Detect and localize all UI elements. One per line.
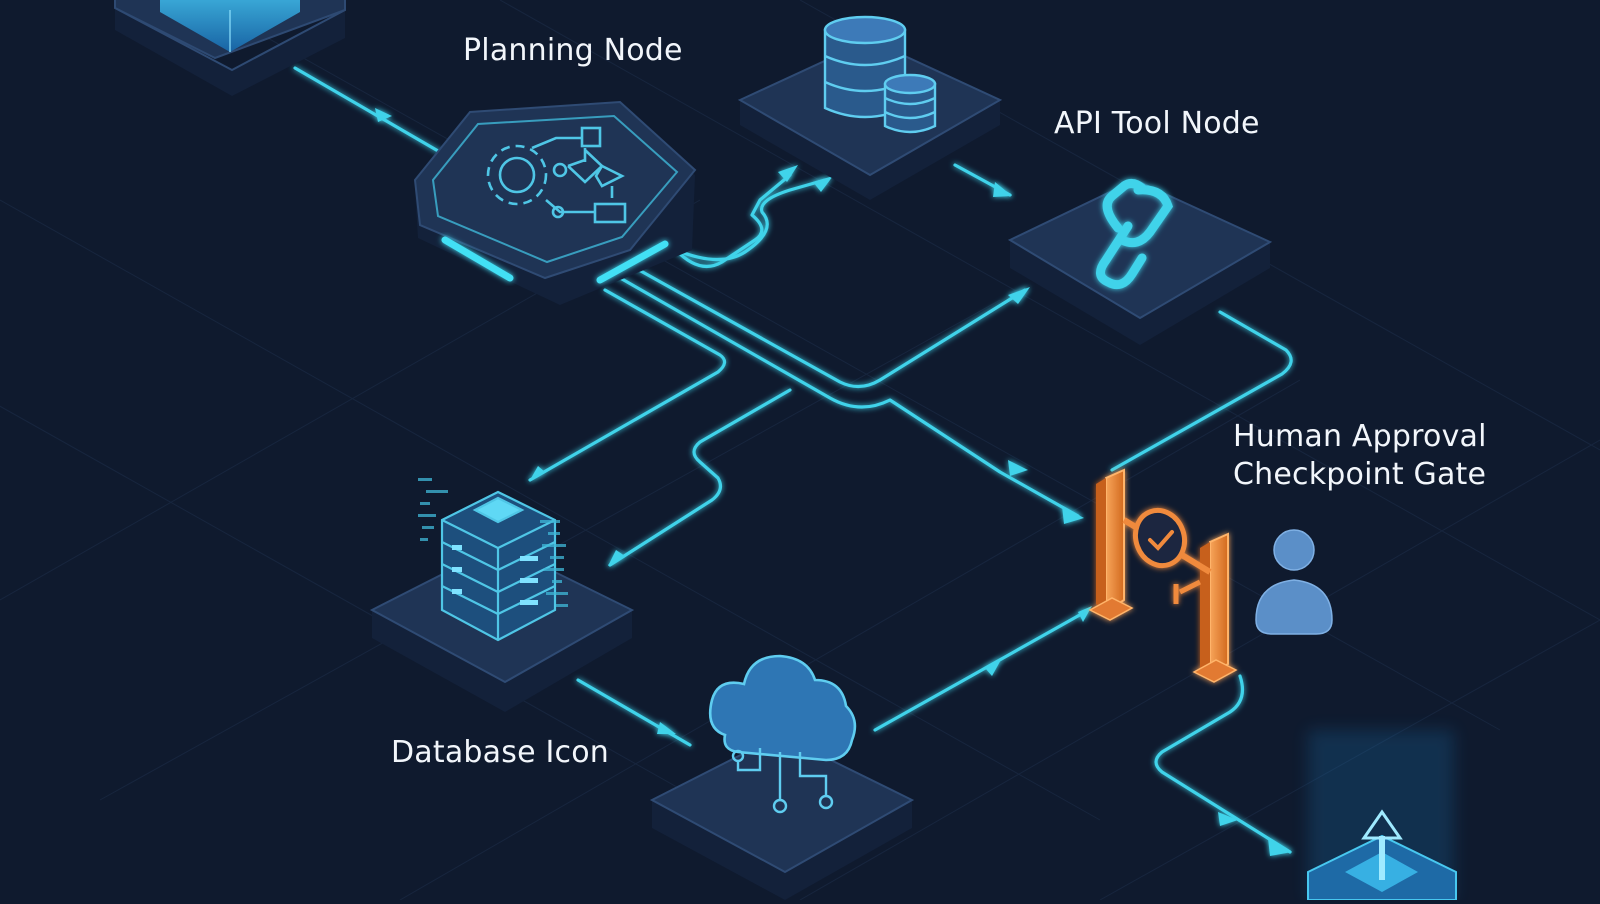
server-node[interactable] [369, 478, 635, 712]
output-arrow-cube-icon [1345, 809, 1418, 892]
database-icon-label: Database Icon [391, 735, 609, 770]
input-node [114, 0, 346, 96]
output-node [1307, 730, 1457, 901]
api-tool-node[interactable] [1007, 178, 1273, 345]
person-icon [1255, 529, 1333, 635]
checkpoint-gate-icon [1088, 468, 1238, 683]
connector-input-to-planning [293, 66, 447, 157]
storage-node[interactable] [737, 15, 1003, 200]
api-tool-node-label: API Tool Node [1054, 106, 1260, 141]
data-stream-decoration [418, 478, 568, 607]
chain-link-icon [1096, 178, 1173, 290]
connector-planning-to-gate [613, 273, 1080, 518]
database-stack-icon [823, 15, 937, 134]
connector-mesh-to-server-b [608, 388, 792, 567]
server-rack-icon [440, 490, 557, 642]
connector-server-to-cloud [576, 678, 692, 747]
arrowheads [375, 108, 1292, 856]
cloud-network-icon [708, 654, 857, 814]
connector-planning-to-api-return [628, 263, 1027, 389]
cube-icon [160, 0, 300, 52]
connector-cloud-to-gate [873, 610, 1087, 732]
connector-planning-to-storage-a [674, 173, 792, 269]
connector-api-to-gate [1110, 310, 1293, 472]
connector-planning-to-server [528, 288, 727, 482]
planning-node[interactable] [413, 100, 697, 305]
connector-planning-to-storage-b [674, 178, 827, 262]
cloud-node[interactable] [649, 654, 915, 900]
flowchart-gear-icon [486, 126, 627, 224]
planning-node-label: Planning Node [463, 33, 683, 68]
human-approval-label-line2: Checkpoint Gate [1233, 457, 1487, 492]
human-approval-label-line1: Human Approval [1233, 419, 1487, 454]
connector-lines [293, 66, 1293, 854]
connector-gate-to-output [1154, 674, 1292, 854]
human-approval-label: Human Approval Checkpoint Gate [1233, 418, 1487, 494]
checkpoint-gate[interactable] [1088, 468, 1333, 683]
